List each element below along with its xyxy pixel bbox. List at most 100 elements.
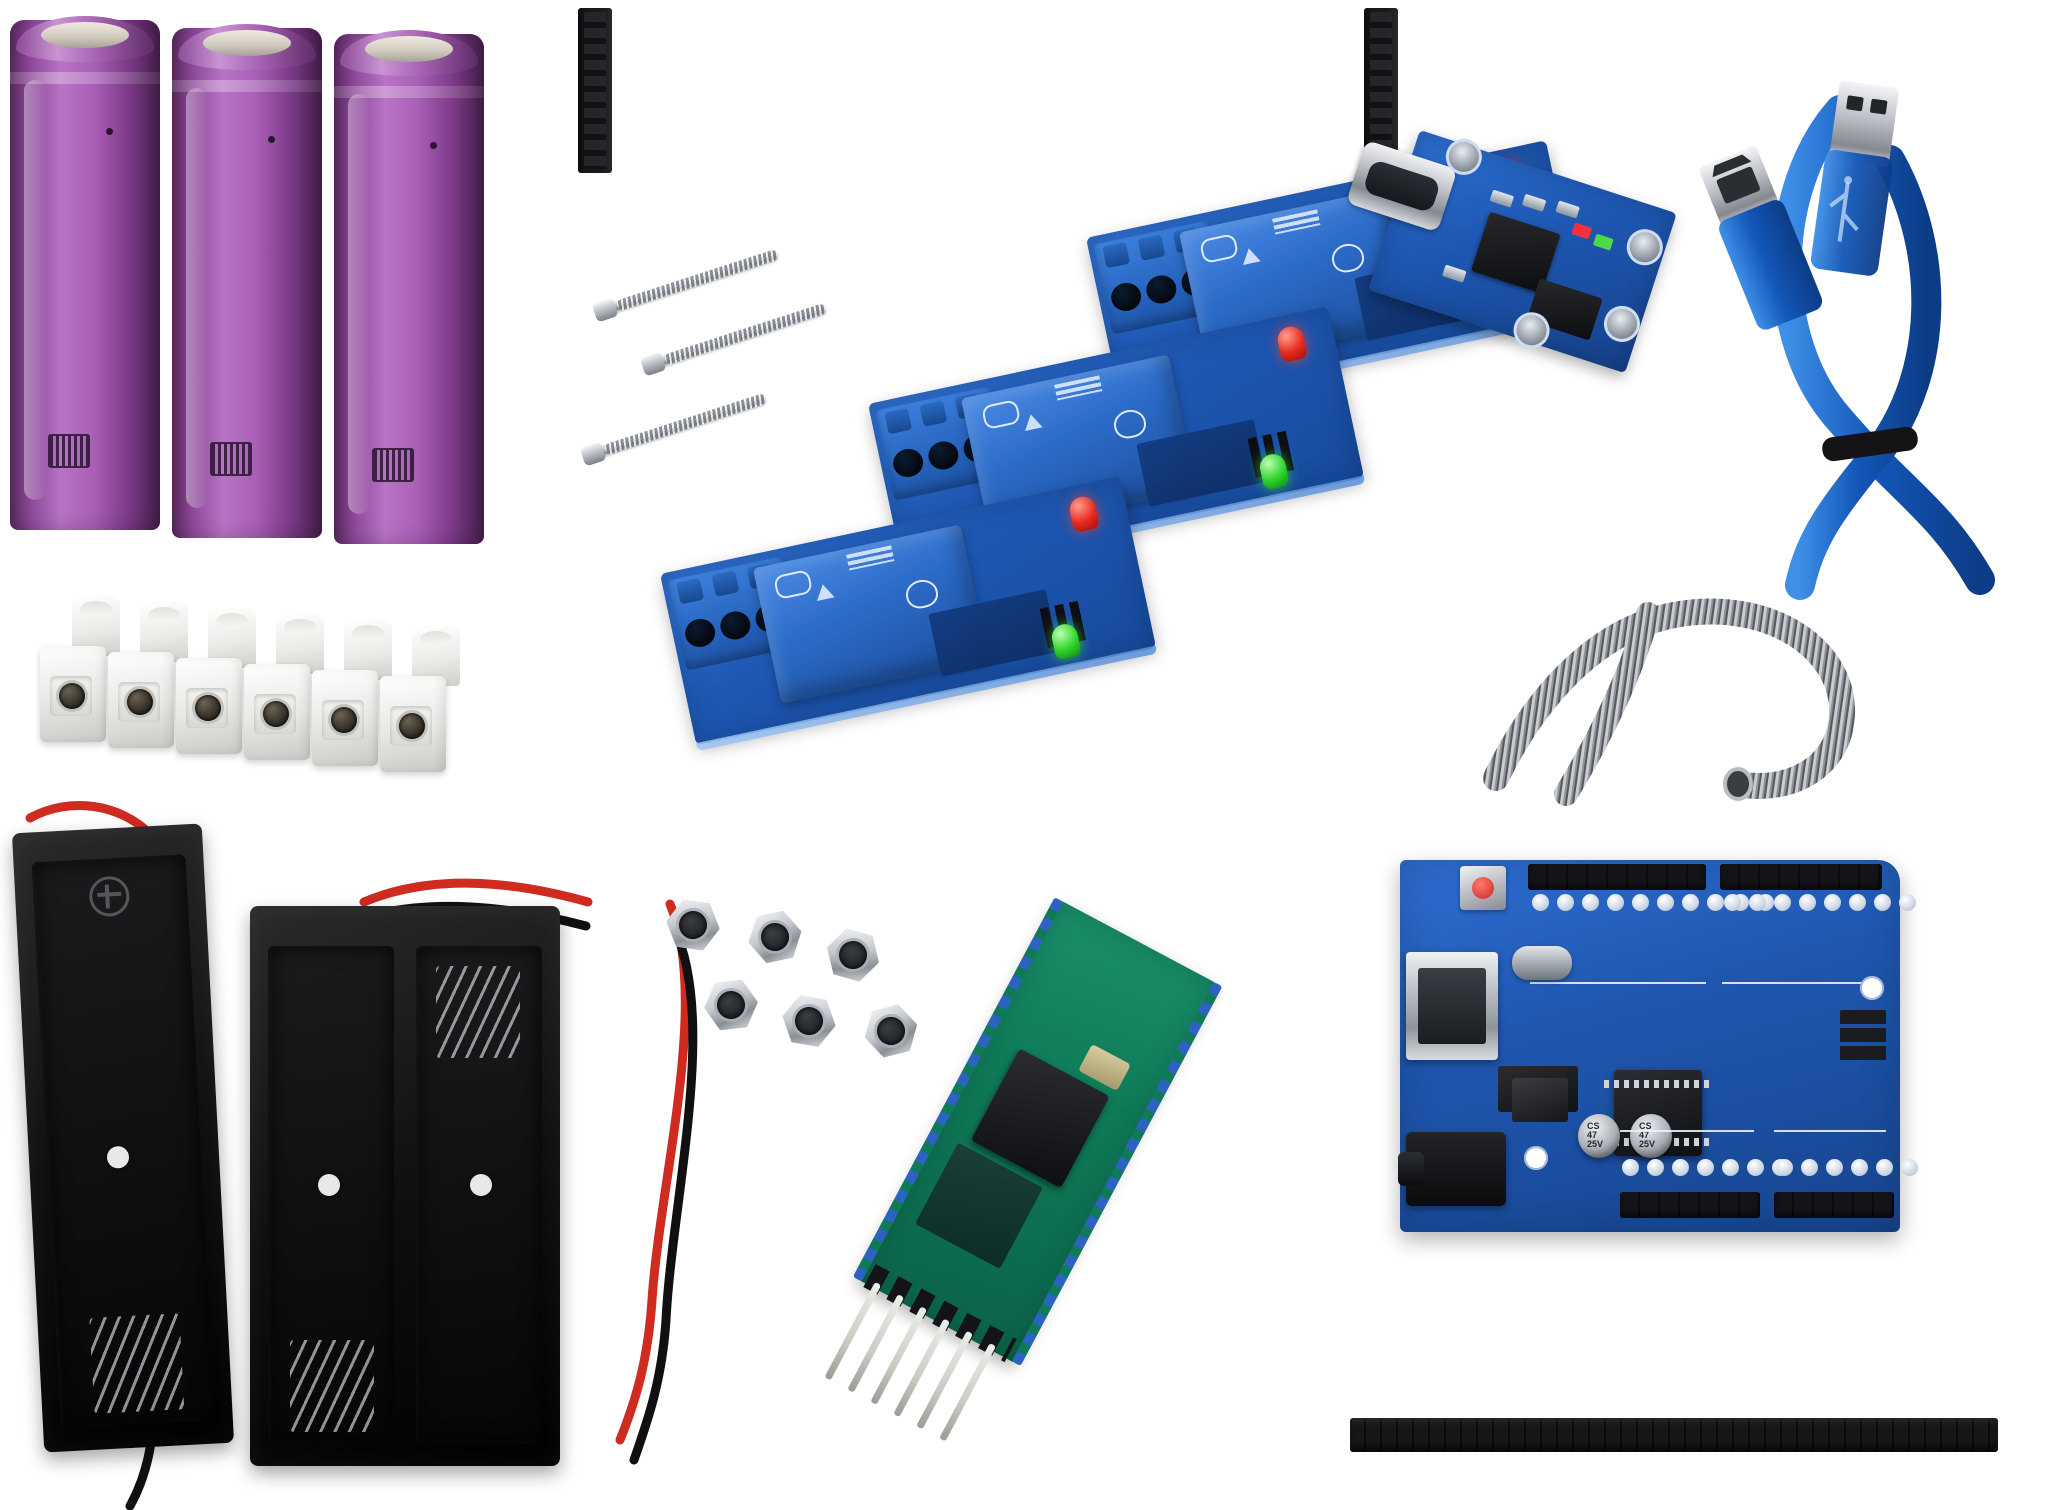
charge-led-red	[1571, 222, 1593, 240]
silk-line-power	[1620, 1130, 1754, 1132]
hex-nut-1	[663, 896, 723, 953]
terminal-way-1	[40, 646, 106, 742]
ul-logo	[1329, 240, 1367, 276]
usb-a-to-b-cable	[1690, 40, 2040, 600]
battery-qr-mark	[210, 442, 252, 476]
digital-header-low	[1720, 864, 1882, 890]
cqc-logo	[981, 399, 1022, 431]
battery-dot-mark	[430, 142, 437, 149]
warning-triangle-icon	[1021, 412, 1043, 431]
pad-out-plus	[1622, 224, 1668, 270]
battery-qr-mark	[48, 434, 90, 468]
mounting-hole	[470, 1174, 492, 1196]
mounting-hole	[1860, 976, 1884, 1000]
analog-pad-row	[1776, 1159, 1926, 1176]
terminal-screw	[919, 400, 948, 427]
pad-b-plus	[1599, 301, 1645, 347]
terminal-way-2	[108, 652, 174, 748]
battery-18650-3	[334, 30, 484, 544]
screw-terminal-block	[28, 596, 468, 796]
battery-holder-2x-lead-tails	[615, 899, 698, 1465]
digital-pad-row-high	[1532, 894, 1782, 911]
header-pin-3	[870, 1306, 928, 1405]
battery-18650-2	[172, 24, 322, 538]
battery-gloss	[186, 88, 208, 508]
charge-led-green	[1592, 233, 1614, 251]
machine-screw-1	[594, 248, 780, 319]
digital-header-high	[1528, 864, 1706, 890]
mounting-hole	[318, 1174, 340, 1196]
contact-spring	[436, 966, 520, 1058]
cable-tie	[1822, 426, 1918, 462]
power-pad-row	[1622, 1159, 1797, 1176]
songle-logo-icon	[1272, 209, 1321, 235]
crystal-16mhz	[1512, 946, 1572, 980]
terminal-hole	[925, 438, 961, 473]
relay-signal-led	[1275, 324, 1308, 363]
terminal-screw	[676, 577, 705, 605]
pin-header-body	[1350, 1418, 1998, 1452]
battery-holder-2x	[250, 906, 560, 1466]
contact-spring	[290, 1340, 374, 1432]
battery-gloss	[348, 94, 370, 514]
digital-pad-row-low	[1724, 894, 1924, 911]
songle-logo-icon	[846, 545, 895, 571]
ul-logo	[1111, 406, 1149, 442]
ul-logo	[903, 576, 941, 612]
terminal-screw	[884, 407, 913, 435]
header-pin-4	[893, 1318, 951, 1418]
header-pin-5	[916, 1330, 974, 1430]
songle-logo-icon	[1054, 375, 1103, 401]
battery-positive-cap	[16, 16, 154, 62]
hex-nut-6	[859, 1000, 923, 1062]
silk-line-digital-low	[1722, 982, 1882, 984]
analog-header	[1774, 1192, 1894, 1218]
silk-line-digital-high	[1530, 982, 1706, 984]
cqc-logo	[773, 569, 814, 601]
battery-qr-mark	[372, 448, 414, 482]
cqc-logo	[1199, 233, 1240, 265]
bluetooth-pcb	[852, 897, 1223, 1367]
terminal-screw	[711, 570, 740, 597]
hex-nut-5	[778, 992, 840, 1051]
hex-nut-3	[820, 924, 886, 987]
battery-ring	[334, 86, 484, 98]
terminal-hole	[1108, 280, 1144, 314]
usb-b-connector	[1699, 146, 1823, 330]
battery-gloss	[24, 80, 46, 500]
hex-nut-4	[702, 977, 761, 1032]
dupont-connector-left	[578, 8, 612, 173]
voltage-regulator	[1512, 1078, 1568, 1122]
contact-spring	[89, 1313, 185, 1414]
relay-signal-led	[1067, 494, 1100, 533]
battery-ring	[10, 72, 160, 84]
terminal-way-6	[380, 676, 446, 772]
smd-resistor	[1555, 200, 1580, 219]
terminal-way-4	[244, 664, 310, 760]
header-pin-6	[939, 1342, 997, 1442]
terminal-hole	[890, 446, 926, 480]
battery-holder-1x	[11, 823, 235, 1453]
dc-power-jack[interactable]	[1398, 1132, 1506, 1206]
terminal-screw	[1102, 241, 1131, 269]
smd-resistor	[1441, 264, 1467, 283]
battery-18650-1	[10, 16, 160, 530]
jumper-wire-ribbon	[578, 8, 1398, 183]
battery-ring	[172, 80, 322, 92]
battery-positive-cap	[178, 24, 316, 70]
flexible-spring-tube	[1483, 598, 1855, 806]
machine-screw-2	[642, 302, 828, 373]
terminal-way-5	[312, 670, 378, 766]
warning-triangle-icon	[1239, 246, 1261, 265]
terminal-way-3	[176, 658, 242, 754]
usb-b-port[interactable]	[1406, 952, 1498, 1060]
microcontroller-ic	[1604, 1070, 1712, 1156]
machine-screw-3	[582, 392, 768, 463]
terminal-hole	[682, 616, 718, 650]
smd-resistor	[1521, 193, 1547, 212]
battery-dot-mark	[268, 136, 275, 143]
reset-button[interactable]	[1460, 866, 1506, 910]
